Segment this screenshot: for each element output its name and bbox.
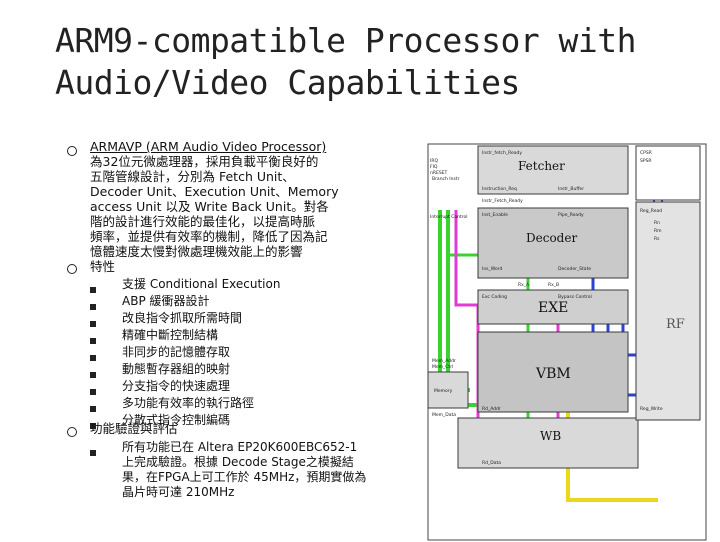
fetcher-block [477, 145, 629, 195]
stage-label: RF [666, 317, 685, 332]
arm9-architecture-diagram: Fetcher Decoder EXE VBM WB RF Instr_fetc… [427, 143, 707, 541]
bullet-circle-icon [67, 264, 77, 274]
signal-label: Reg_Read [640, 208, 662, 214]
stage-label: WB [540, 429, 561, 443]
wb-block [457, 417, 639, 469]
bullet-3-label: 功能驗證與評估 [90, 421, 178, 436]
signal-label: Rd_Data [482, 460, 501, 466]
verification-line: 上完成驗證。根據 Decode Stage之模擬結 [122, 455, 354, 469]
feature-item: 支援 Conditional Execution [122, 277, 281, 291]
signal-labels: Instr_fetch_Ready Instruction_Req Instr_… [430, 150, 663, 466]
signal-label: Bypass Control [558, 294, 592, 300]
verification-line: 果，在FPGA上可工作於 45MHz，預期實做為 [122, 470, 367, 484]
bullet-circle-icon [67, 427, 77, 437]
verification-line: 所有功能已在 Altera EP20K600EBC652-1 [122, 440, 358, 454]
signal-label: FIQ [430, 164, 438, 170]
signal-label: Branch Instr [432, 176, 460, 182]
feature-item: 分支指令的快速處理 [122, 379, 231, 393]
signal-label: Instr_Fetch_Ready [482, 198, 523, 204]
sub-bullet-square-icon [90, 423, 96, 429]
signal-label: Rx_A [518, 282, 530, 288]
bullet-1-line: 為32位元微處理器，採用負載平衡良好的 [90, 154, 319, 169]
signal-label: Mem_Addr [432, 358, 456, 364]
bullet-1-line: 五階管線設計，分別為 Fetch Unit、 [90, 169, 295, 184]
signal-label: Mem_Ctrl [432, 364, 453, 370]
sub-bullet-square-icon [90, 372, 96, 378]
verification-text: 所有功能已在 Altera EP20K600EBC652-1 上完成驗證。根據 … [122, 440, 412, 500]
stage-label: EXE [538, 300, 568, 316]
signal-label: Pipe_Ready [558, 212, 584, 218]
signal-label: Ins_Word [482, 266, 502, 272]
sub-bullet-square-icon [90, 450, 96, 456]
sub-bullet-square-icon [90, 389, 96, 395]
feature-item: 分散式指令控制編碼 [122, 413, 231, 427]
bullet-1-line: 頻率，並提供有效率的機制，降低了因為記 [90, 229, 328, 244]
feature-item: 非同步的記憶體存取 [122, 345, 231, 359]
feature-item: 多功能有效率的執行路徑 [122, 396, 255, 410]
signal-label: SPSR [640, 158, 652, 164]
feature-item: ABP 緩衝器設計 [122, 294, 210, 308]
feature-item: 動態暫存器組的映射 [122, 362, 231, 376]
signal-label: Exc Coding [482, 294, 507, 300]
signal-label: Instr_Buffer [558, 186, 584, 192]
stage-label: VBM [535, 366, 571, 382]
bullet-circle-icon [67, 146, 77, 156]
signal-label: Instruction_Req [482, 186, 517, 192]
decoder-block [477, 207, 629, 279]
sub-bullet-square-icon [90, 338, 96, 344]
signal-label: Mem_Data [432, 412, 456, 418]
sub-bullet-square-icon [90, 304, 96, 310]
signal-label: Instr_fetch_Ready [482, 150, 522, 156]
signal-label: Memory [434, 388, 453, 394]
bullet-1-text: ARMAVP (ARM Audio Video Processor) 為32位元… [90, 139, 410, 259]
signal-label: Inst_Enable [482, 212, 508, 218]
signal-label: Interrupt Control [430, 214, 468, 220]
slide-title: ARM9-compatible Processor with Audio/Vid… [55, 20, 695, 104]
register-file-block [635, 201, 701, 421]
control-box [635, 145, 701, 201]
signal-label: Rn [654, 220, 660, 226]
bullet-1-line: access Unit 以及 Write Back Unit。對各 [90, 199, 329, 214]
stage-label: Decoder [526, 231, 577, 245]
memory-block [427, 371, 469, 409]
feature-item: 精確中斷控制結構 [122, 328, 219, 342]
signal-label: Rm [654, 228, 662, 234]
title-line-1: ARM9-compatible Processor with [55, 21, 637, 60]
sub-bullet-square-icon [90, 355, 96, 361]
signal-label: IRQ [430, 158, 438, 164]
signal-label: Reg_Write [640, 406, 663, 412]
bullet-1-line: Decoder Unit、Execution Unit、Memory [90, 184, 339, 199]
feature-item: 改良指令抓取所需時間 [122, 311, 243, 325]
title-line-2: Audio/Video Capabilities [55, 63, 520, 102]
sub-bullet-square-icon [90, 321, 96, 327]
vbm-block [477, 331, 629, 413]
pipeline-blocks: Fetcher Decoder EXE VBM WB RF [427, 145, 701, 469]
bullet-1-line: ARMAVP (ARM Audio Video Processor) [90, 139, 327, 154]
signal-label: Decoder_State [558, 266, 591, 272]
signal-label: Rs [654, 236, 660, 242]
signal-label: Rd_Addr [482, 406, 501, 412]
signal-label: nRESET [430, 170, 448, 176]
sub-bullet-square-icon [90, 406, 96, 412]
exe-block [477, 289, 629, 325]
sub-bullet-square-icon [90, 287, 96, 293]
bullet-1-line: 階的設計進行效能的最佳化，以提高時脈 [90, 214, 316, 229]
signal-label: Rx_B [548, 282, 559, 288]
bullet-2-label: 特性 [90, 259, 116, 274]
stage-label: Fetcher [518, 159, 565, 173]
signal-label: CPSR [640, 150, 652, 156]
verification-line: 晶片時可達 210MHz [122, 485, 235, 499]
bullet-1-line: 憶體速度太慢對微處理機效能上的影響 [90, 244, 303, 259]
